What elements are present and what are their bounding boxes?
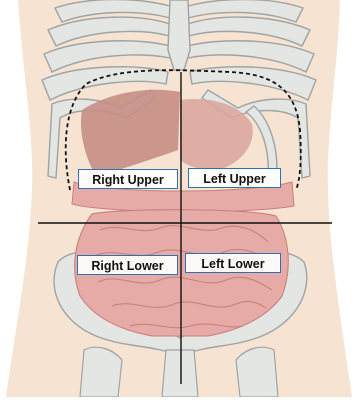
lower-bones xyxy=(80,347,278,397)
label-right-lower: Right Lower xyxy=(77,255,178,275)
label-left-upper: Left Upper xyxy=(188,168,281,188)
label-left-lower: Left Lower xyxy=(185,253,281,273)
label-right-upper: Right Upper xyxy=(78,169,178,189)
